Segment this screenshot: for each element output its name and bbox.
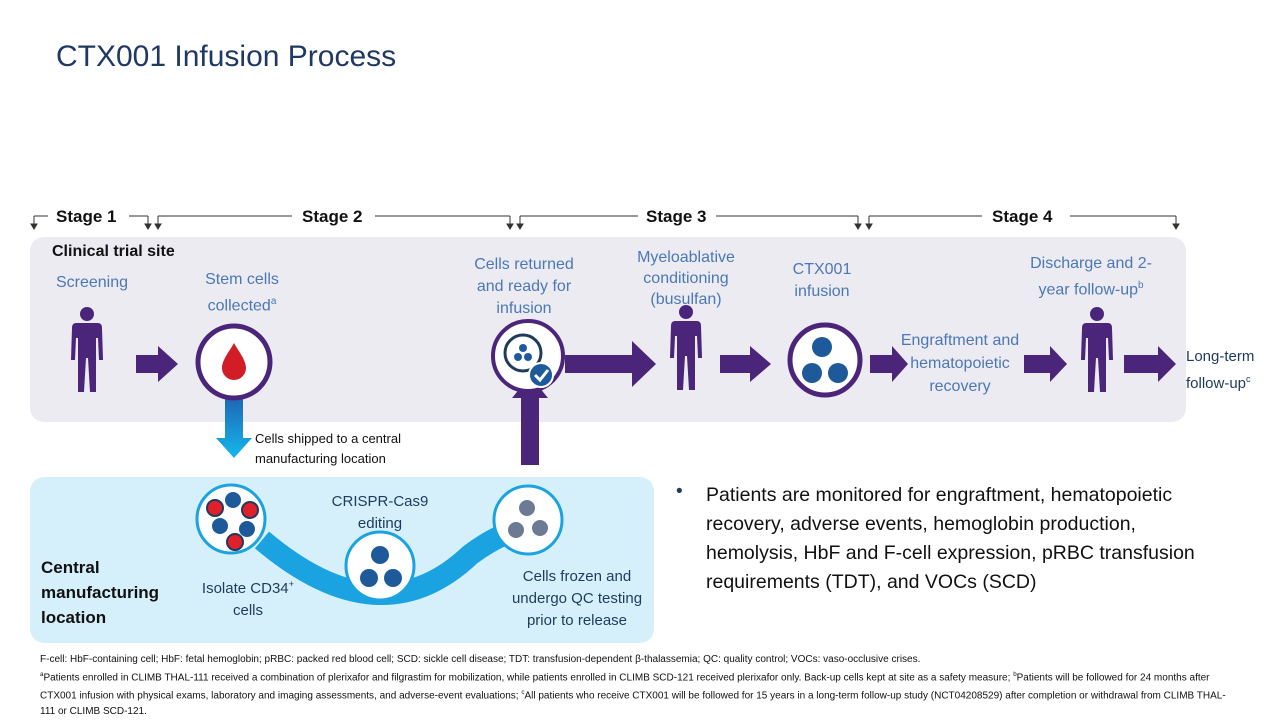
cells-returned-label: Cells returned and ready for infusion [474,256,574,317]
stage-2-label: Stage 2 [302,207,363,226]
discharge-label: Discharge and 2-year follow-upb [1030,255,1152,299]
patient-screening-icon [71,307,103,392]
arrow-up-icon [512,376,548,465]
arrow-right-icon [720,346,771,382]
engraftment-label: Engraftment and hematopoietic recovery [900,332,1020,395]
arrow-right-icon [565,341,656,387]
footnote-abbreviations: F-cell: HbF-containing cell; HbF: fetal … [40,654,921,665]
stage-4-label: Stage 4 [992,207,1053,226]
isolate-cells-label: Isolate CD34+ cells [201,579,295,619]
page-title: CTX001 Infusion Process [56,40,397,73]
arrow-right-icon [1124,346,1176,382]
crispr-label: CRISPR-Cas9 editing [331,493,429,532]
patient-discharge-icon [1081,307,1113,392]
monitoring-bullet: Patients are monitored for engraftment, … [706,484,1195,593]
arrow-right-icon [870,346,908,382]
screening-label: Screening [55,274,129,291]
footnote-a-b-c: aPatients enrolled in CLIMB THAL-111 rec… [40,671,1226,717]
clinical-trial-site-heading: Clinical trial site [52,243,175,260]
arrow-right-icon [1024,346,1067,382]
infusion-cells-icon [787,322,863,398]
footnotes: F-cell: HbF-containing cell; HbF: fetal … [40,652,1240,719]
stage-bracket-lines [30,215,1180,230]
infusion-label: CTX001 infusion [792,261,852,300]
cells-shipped-label: Cells shipped to a central manufacturing… [255,431,401,466]
blood-drop-icon [195,323,273,401]
isolate-cells-icon [195,483,267,555]
bullet-icon: • [676,481,683,502]
conditioning-label: Myeloablative conditioning (busulfan) [637,249,735,308]
arrow-right-icon [136,346,178,382]
long-term-label: Long-term follow-upc [1186,348,1255,392]
arrow-down-icon [216,392,252,458]
manufacturing-flow-arc [254,522,513,605]
stage-3-label: Stage 3 [646,207,707,226]
frozen-cells-icon [492,484,564,556]
frozen-cells-label: Cells frozen and undergo QC testing prio… [511,568,643,629]
crispr-cells-icon [344,530,416,602]
stage-1-label: Stage 1 [56,207,117,226]
cells-ready-check-icon [491,319,565,393]
stem-cells-label: Stem cells collecteda [205,271,279,315]
flow-arrows [136,341,1176,465]
central-manufacturing-heading: Central manufacturing location [41,558,160,627]
patient-conditioning-icon [670,305,702,390]
